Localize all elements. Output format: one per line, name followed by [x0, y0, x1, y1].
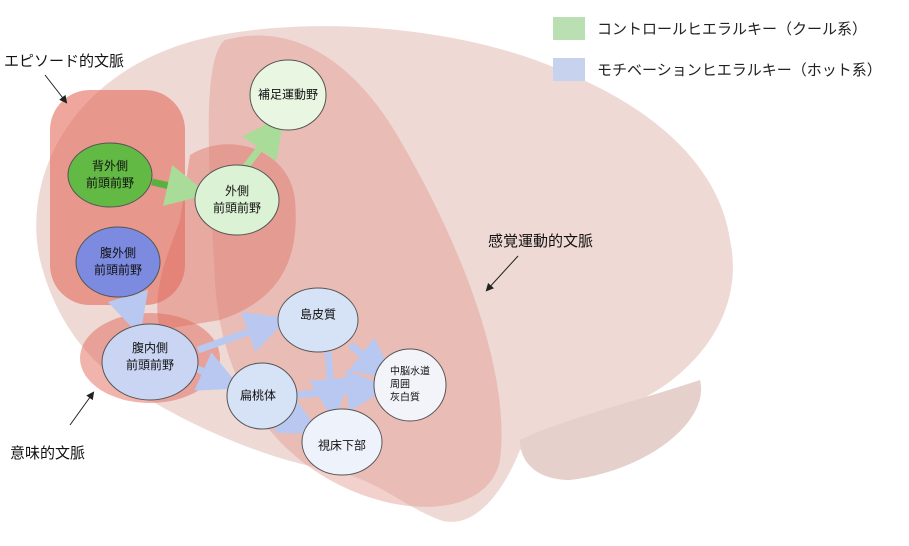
cerebellum [520, 380, 702, 480]
arrow-vmpfc-amygdala [193, 352, 242, 391]
arrow-insula-pag [347, 337, 395, 380]
node-label-vmpfc: 腹内側 前頭前野 [125, 341, 175, 372]
arrow-amygdala-pag [294, 369, 389, 412]
semantic-context-label: 意味的文脈 [10, 444, 86, 462]
sensorimotor-pointer-arrow [485, 255, 519, 292]
node-label-insula: 島皮質 [299, 307, 337, 322]
node-dlpfc [67, 142, 153, 208]
node-label-pag: 中脳水道 周囲 灰白質 [390, 366, 430, 404]
legend-label: コントロールヒエラルキー（クール系） [597, 20, 868, 38]
node-label-amygdala: 扁桃体 [239, 388, 277, 403]
legend-item-control: コントロールヒエラルキー（クール系） [553, 17, 867, 40]
node-insula [277, 287, 359, 353]
node-sma [249, 59, 327, 131]
node-pag [373, 348, 447, 422]
legend-item-motivation: モチベーションヒエラルキー（ホット系） [553, 58, 882, 81]
node-vmpfc [101, 323, 199, 401]
node-vlpfc [75, 226, 161, 298]
legend-swatch-green [553, 17, 585, 40]
legend-swatch-blue [553, 58, 585, 81]
episodic-pointer-arrow [44, 74, 68, 104]
node-label-lpfc: 外側 前頭前野 [212, 184, 262, 215]
arrow-vlpfc-vmpfc [107, 289, 149, 337]
legend-label: モチベーションヒエラルキー（ホット系） [597, 61, 882, 79]
node-lpfc [194, 164, 280, 236]
episodic-context-label: エピソード的文脈 [4, 52, 125, 70]
arrow-lpfc-sma [242, 115, 285, 171]
arrow-dlpfc-lpfc [151, 164, 209, 206]
arrow-vmpfc-insula [196, 312, 288, 354]
node-label-vlpfc: 腹外側 前頭前野 [93, 246, 143, 277]
node-amygdala [226, 362, 298, 430]
node-hypothalamus [301, 408, 383, 476]
node-label-sma: 補足運動野 [257, 87, 319, 102]
node-label-dlpfc: 背外側 前頭前野 [85, 159, 135, 190]
sensorimotor-context-label: 感覚運動的文脈 [488, 232, 594, 250]
node-label-hypothalamus: 視床下部 [317, 438, 367, 453]
semantic-pointer-arrow [69, 391, 95, 426]
